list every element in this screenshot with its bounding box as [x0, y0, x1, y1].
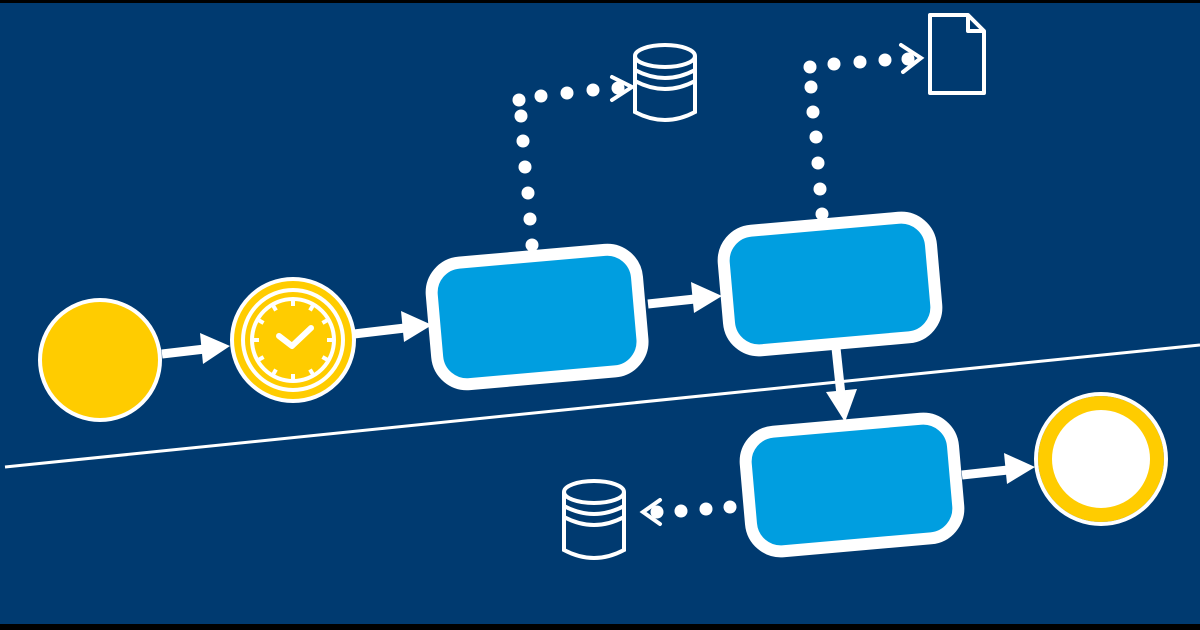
- task-3[interactable]: [739, 412, 965, 558]
- arrowhead: [691, 282, 722, 313]
- database-icon: [562, 479, 626, 560]
- association-dot: [586, 83, 600, 97]
- arrowhead: [1004, 453, 1035, 484]
- association-dot: [853, 55, 867, 69]
- flow-task2-task3: [831, 347, 846, 396]
- association-dot: [827, 57, 841, 71]
- end-event-circle: [1038, 396, 1164, 522]
- document-icon: [928, 13, 986, 95]
- start-event-circle: [38, 298, 162, 422]
- clock-tick: [321, 317, 330, 325]
- association-dot: [804, 80, 818, 94]
- flow-start-timer: [161, 344, 206, 359]
- end-event-outline: [1034, 392, 1168, 526]
- clock-icon: [250, 297, 336, 383]
- association-dot: [512, 93, 526, 107]
- association-dot: [523, 212, 537, 226]
- arrowhead: [826, 389, 857, 422]
- association-dot: [699, 502, 713, 516]
- task-1[interactable]: [425, 243, 649, 391]
- association-dot: [803, 60, 817, 74]
- association-dot: [560, 86, 574, 100]
- sequence-flows: [161, 282, 1035, 484]
- association-dot: [901, 52, 915, 66]
- clock-tick: [256, 317, 265, 325]
- association-dot: [878, 53, 892, 67]
- association-dot: [674, 504, 688, 518]
- database-icon: [633, 43, 697, 122]
- data-associations: [512, 52, 915, 519]
- timer-event: [230, 277, 356, 403]
- flow-timer-task1: [353, 323, 406, 339]
- clock-tick: [308, 368, 316, 377]
- association-dot: [518, 160, 532, 174]
- association-arrowheads: [610, 43, 925, 526]
- arrowhead: [401, 311, 432, 342]
- clock-tick: [270, 368, 278, 377]
- clock-tick: [256, 355, 265, 363]
- association-dot: [811, 156, 825, 170]
- association-dot: [611, 81, 625, 95]
- flow-task1-task2: [647, 294, 696, 309]
- association-dot: [650, 505, 664, 519]
- association-dot: [514, 109, 528, 123]
- clock-tick: [321, 355, 330, 363]
- task-2[interactable]: [717, 211, 943, 357]
- association-dot: [813, 182, 827, 196]
- association-dot: [809, 130, 823, 144]
- arrowhead: [200, 333, 230, 364]
- association-dot: [516, 134, 530, 148]
- association-dot: [815, 207, 829, 221]
- association-dot: [534, 89, 548, 103]
- association-dot: [723, 500, 737, 514]
- clock-tick: [270, 303, 278, 312]
- lane-divider: [4, 343, 1200, 469]
- association-dot: [521, 186, 535, 200]
- flow-task3-end: [961, 465, 1009, 480]
- clock-tick: [308, 303, 316, 312]
- association-dot: [806, 105, 820, 119]
- association-dot: [525, 238, 539, 252]
